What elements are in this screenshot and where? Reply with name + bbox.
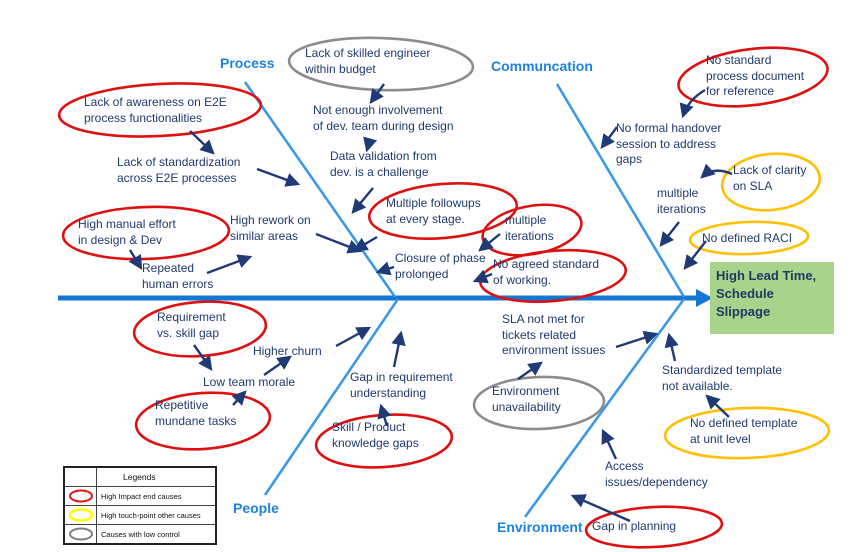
cause-higher-churn: Higher churn [253, 344, 322, 358]
yellow-ellipse-icon [65, 506, 97, 524]
cause-no-defined-template: No defined template at unit level [690, 416, 798, 446]
legend-header-swatch-cell [65, 468, 97, 486]
cause-high-rework: High rework on similar areas [230, 213, 311, 243]
arrow-gapreq-to-junction [391, 330, 406, 368]
cause-high-manual-effort: High manual effort in design & Dev [78, 217, 176, 247]
cause-standardized-template: Standardized template not available. [662, 363, 783, 393]
cause-not-enough-involvement: Not enough involvement of dev. team duri… [313, 103, 454, 133]
cause-multiple-iterations-center: multiple iterations [505, 213, 554, 243]
cause-multiple-followups: Multiple followups at every stage. [386, 196, 481, 226]
spine-arrowhead-icon [696, 289, 713, 307]
arrow-rework-to-branch [315, 232, 363, 254]
branch-process [243, 81, 397, 298]
arrow-repeated-to-rework [206, 254, 253, 275]
arrow-access-to-branch [601, 428, 618, 460]
branch-communcation [555, 83, 686, 298]
branch-people [263, 298, 400, 496]
cause-skill-product-gaps: Skill / Product knowledge gaps [332, 420, 419, 450]
legend-row-touch-point: High touch-point other causes [65, 505, 215, 524]
arrow-noagreed-to-closure [472, 269, 493, 284]
category-label-communcation: Communcation [491, 58, 593, 74]
cause-requirement-vs-skill-gap: Requirement vs. skill gap [157, 310, 226, 340]
arrow-awareness-to-standardization [189, 130, 215, 155]
gray-ellipse-icon [65, 525, 97, 543]
ring-red-no-standard-document [677, 46, 829, 108]
arrow-sla-to-branch [615, 330, 659, 349]
cause-no-formal-handover: No formal handover session to address ga… [616, 121, 722, 167]
arrow-requirement-to-morale [193, 344, 213, 371]
ring-gray-environment-unavailability [472, 375, 606, 431]
legend-label: High touch-point other causes [101, 510, 201, 520]
legend-row-high-impact: High Impact end causes [65, 486, 215, 505]
arrow-datavalidation-to-branch [351, 187, 374, 214]
arrow-repetitive-to-morale [231, 390, 247, 406]
cause-no-defined-raci: No defined RACI [702, 231, 793, 245]
connector-arrows [128, 83, 733, 523]
arrow-comm-iterations-to-branch [659, 221, 680, 247]
cause-repetitive-mundane-tasks: Repetitive mundane tasks [155, 398, 237, 428]
arrow-raci-to-branch [683, 240, 707, 270]
cause-low-team-morale: Low team morale [203, 375, 296, 389]
cause-lack-of-skilled-engineer: Lack of skilled engineer within budget [305, 46, 431, 76]
ring-red-manual-effort [61, 205, 231, 261]
cause-lack-of-awareness-e2e: Lack of awareness on E2E process functio… [84, 95, 227, 125]
cause-lack-of-standardization: Lack of standardization across E2E proce… [117, 155, 241, 185]
arrow-closure-to-junction [375, 261, 395, 276]
cause-multiple-iterations-comm: multiple iterations [657, 186, 706, 216]
arrow-standardization-to-branch [256, 167, 301, 187]
ring-red-repetitive-tasks [134, 391, 272, 451]
arrow-handover-to-branch [600, 126, 618, 149]
legend-label: Causes with low control [101, 529, 180, 539]
arrow-iterations-to-closure [478, 233, 501, 252]
ring-yellow-raci [688, 220, 810, 256]
arrow-notemplate-to-template [705, 394, 730, 418]
legend: Legends High Impact end causes High touc… [63, 466, 217, 545]
legend-title: Legends [123, 472, 156, 482]
arrow-morale-to-churn [263, 355, 292, 376]
arrow-involvement-to-datavalidation [363, 136, 378, 153]
ring-red-gap-in-planning [584, 505, 724, 549]
category-label-environment: Environment [497, 519, 583, 535]
cause-data-validation-challenge: Data validation from dev. is a challenge [330, 149, 437, 179]
red-ellipse-icon [65, 487, 97, 505]
cause-lack-of-clarity-sla: Lack of clarity on SLA [733, 163, 807, 193]
arrow-nostandard-to-handover [679, 88, 706, 119]
legend-header-row: Legends [65, 468, 215, 486]
arrow-template-to-junction [664, 332, 679, 362]
arrow-clarity-to-iterations [700, 163, 733, 179]
arrow-skill-to-gapreq [377, 403, 392, 427]
ring-yellow-clarity-sla [720, 152, 822, 212]
cause-no-standard-process-document: No standard process document for referen… [706, 53, 805, 99]
ring-red-followups [367, 182, 519, 240]
cause-no-agreed-standard: No agreed standard of working. [493, 257, 600, 287]
ring-red-awareness [57, 82, 263, 138]
cause-repeated-human-errors: Repeated human errors [142, 261, 214, 291]
arrow-manual-to-repeated [128, 249, 143, 271]
arrow-gapplanning-to-access [570, 494, 631, 523]
legend-label: High Impact end causes [101, 491, 182, 501]
cause-closure-of-phase-prolonged: Closure of phase prolonged [395, 251, 486, 281]
arrow-skilled-to-involvement [369, 83, 385, 104]
arrow-unavail-to-sla [517, 361, 543, 380]
category-label-process: Process [220, 55, 275, 71]
cause-environment-unavailability: Environment unavailability [492, 384, 561, 414]
cause-gap-in-planning: Gap in planning [592, 519, 677, 533]
legend-row-low-control: Causes with low control [65, 524, 215, 543]
arrow-churn-to-branch [335, 326, 372, 348]
effect-box: High Lead Time, Schedule Slippage [710, 262, 834, 334]
ring-yellow-no-defined-template [663, 406, 831, 460]
cause-access-issues: Access issues/dependency [605, 459, 708, 489]
cause-sla-not-met: SLA not met for tickets related environm… [502, 312, 606, 358]
category-label-people: People [233, 500, 279, 516]
cause-gap-in-requirement: Gap in requirement understanding [350, 370, 453, 400]
